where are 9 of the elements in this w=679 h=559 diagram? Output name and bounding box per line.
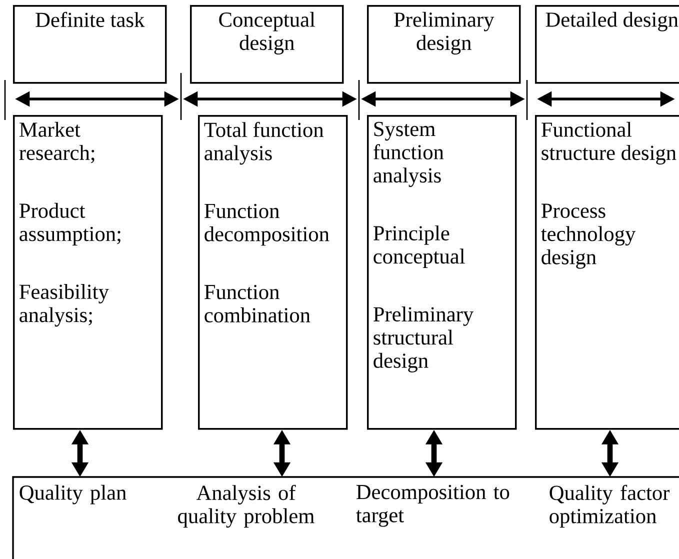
- task-box: Market research; Product assumption; Feasibility analysis;: [13, 115, 163, 430]
- stage-box: Detailed design: [535, 5, 679, 84]
- stage-box: Conceptual design: [190, 5, 344, 84]
- task-box: System function analysis Principle conceptual Preliminary structural design: [367, 115, 517, 430]
- task-box: Total function analysis Function decomposition Function combination: [198, 115, 348, 430]
- task-box: Functional structure design Process technology design: [535, 115, 679, 430]
- stage-box: Preliminary design: [367, 5, 521, 84]
- stage-box: Definite task: [13, 5, 167, 84]
- quality-box: Quality plan Analysis of quality problem Decomposition to target Quality factor optimization: [12, 476, 679, 559]
